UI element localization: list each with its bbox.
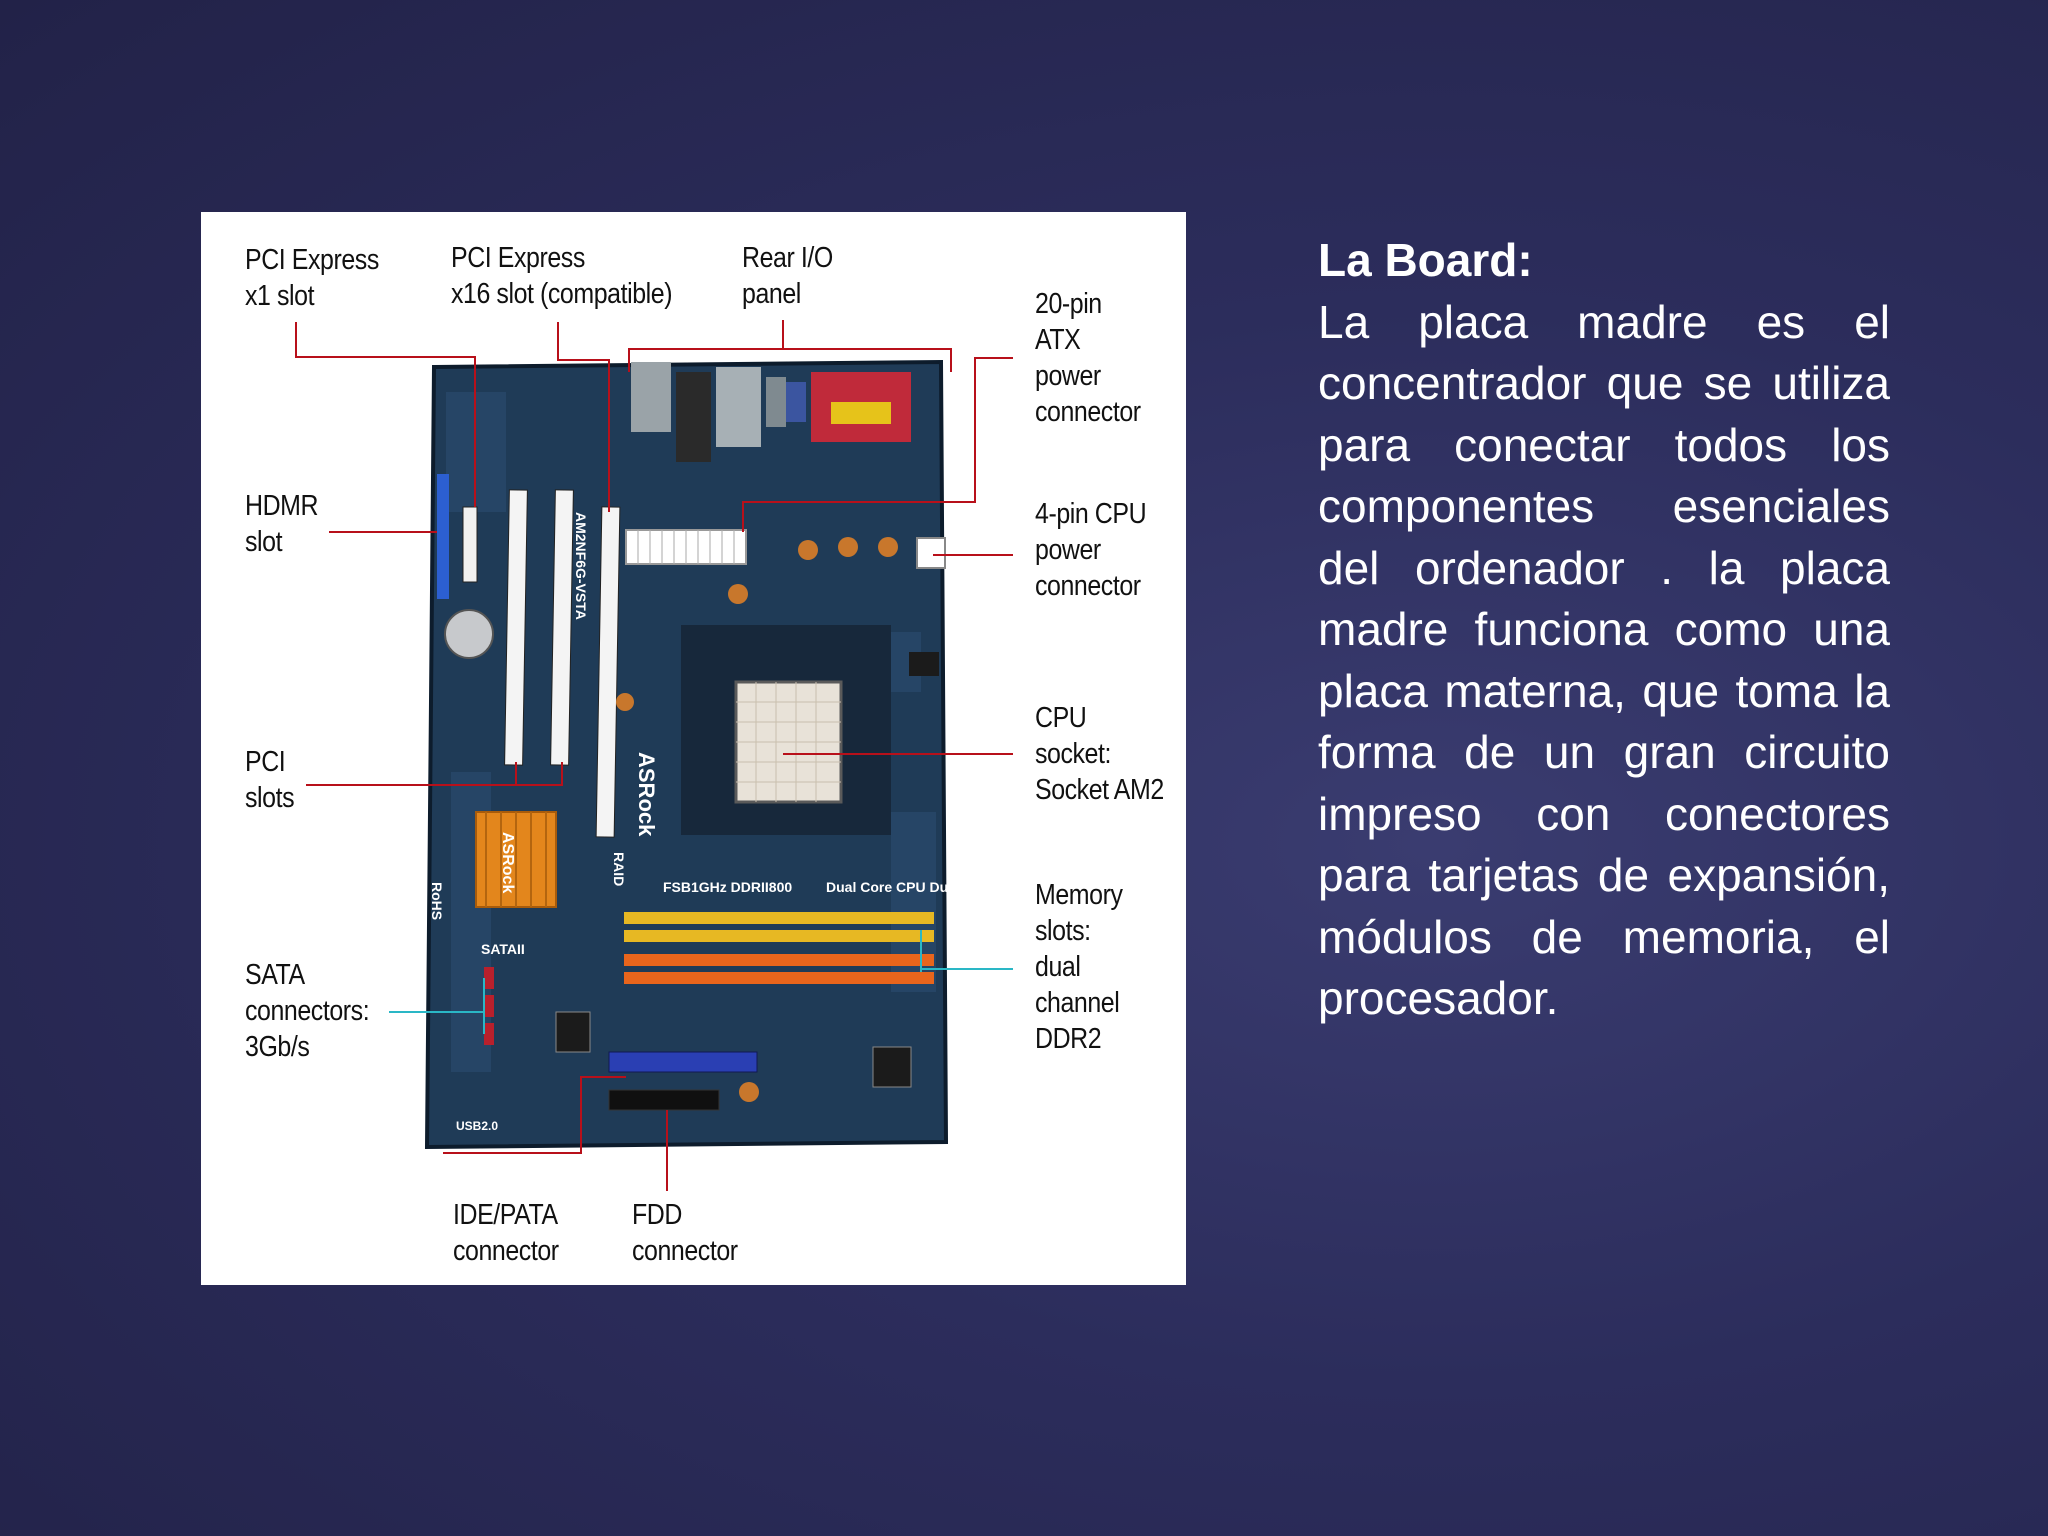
memory-slots	[624, 912, 934, 984]
slide-text: La Board: La placa madre es el concentra…	[1318, 230, 1890, 1030]
label-hdmr: HDMR slot	[245, 490, 319, 558]
sata-connectors	[484, 967, 494, 1045]
ide-connector	[608, 1051, 758, 1073]
label-rear-io: Rear I/O panel	[742, 242, 833, 310]
board-fsb-text: FSB1GHz DDRII800	[663, 879, 792, 895]
label-pcie-x16: PCI Express x16 slot (compatible)	[451, 242, 673, 310]
board-dual-text: Dual Core CPU Dual Channel	[826, 879, 1019, 895]
callout-pcie-x1	[295, 322, 476, 507]
board-sata-mark: SATAII	[481, 941, 525, 957]
pcie-x1-slot	[462, 506, 478, 583]
callout-pcie-x16	[557, 322, 610, 512]
label-sata: SATA connectors: 3Gb/s	[245, 959, 370, 1063]
slide-title: La Board:	[1318, 234, 1533, 286]
motherboard-figure: ASRock AM2NF6G-VSTA ASRock FSB1GHz DDRII…	[201, 212, 1186, 1285]
label-atx-power: 20-pin ATX power connector	[1035, 288, 1141, 428]
motherboard-diagram: ASRock AM2NF6G-VSTA ASRock FSB1GHz DDRII…	[295, 320, 1019, 1191]
rear-io-panel	[631, 362, 911, 462]
label-pcie-x1: PCI Express x1 slot	[245, 244, 379, 312]
board-rohs-mark: RoHS	[429, 882, 445, 920]
board-raid-mark: RAID	[611, 852, 627, 886]
slide-body: La placa madre es el concentrador que se…	[1318, 295, 1890, 1025]
board-heatsink-brand: ASRock	[499, 832, 516, 893]
pci-slot	[550, 489, 574, 766]
pci-slot	[504, 489, 528, 766]
callout-lines-cyan	[389, 930, 1013, 1034]
label-fdd: FDD connector	[632, 1199, 738, 1267]
label-pci-slots: PCI slots	[245, 746, 295, 814]
callout-ide	[443, 1076, 626, 1154]
label-ide: IDE/PATA connector	[453, 1199, 559, 1267]
callout-atx-power	[742, 357, 1013, 532]
label-cpu-power: 4-pin CPU power connector	[1035, 498, 1147, 602]
cpu-power-connector	[916, 537, 946, 569]
pcie-x16-slot	[595, 506, 621, 838]
callout-lines	[295, 320, 1013, 1191]
fdd-connector	[608, 1089, 720, 1111]
board-usb-mark: USB2.0	[456, 1119, 498, 1133]
cmos-battery	[444, 609, 494, 659]
board-model-text: AM2NF6G-VSTA	[573, 512, 589, 620]
board-brand-text: ASRock	[634, 752, 659, 837]
label-memory: Memory slots: dual channel DDR2	[1035, 879, 1123, 1055]
hdmr-slot	[437, 474, 449, 599]
label-cpu-socket: CPU socket: Socket AM2	[1035, 702, 1164, 806]
